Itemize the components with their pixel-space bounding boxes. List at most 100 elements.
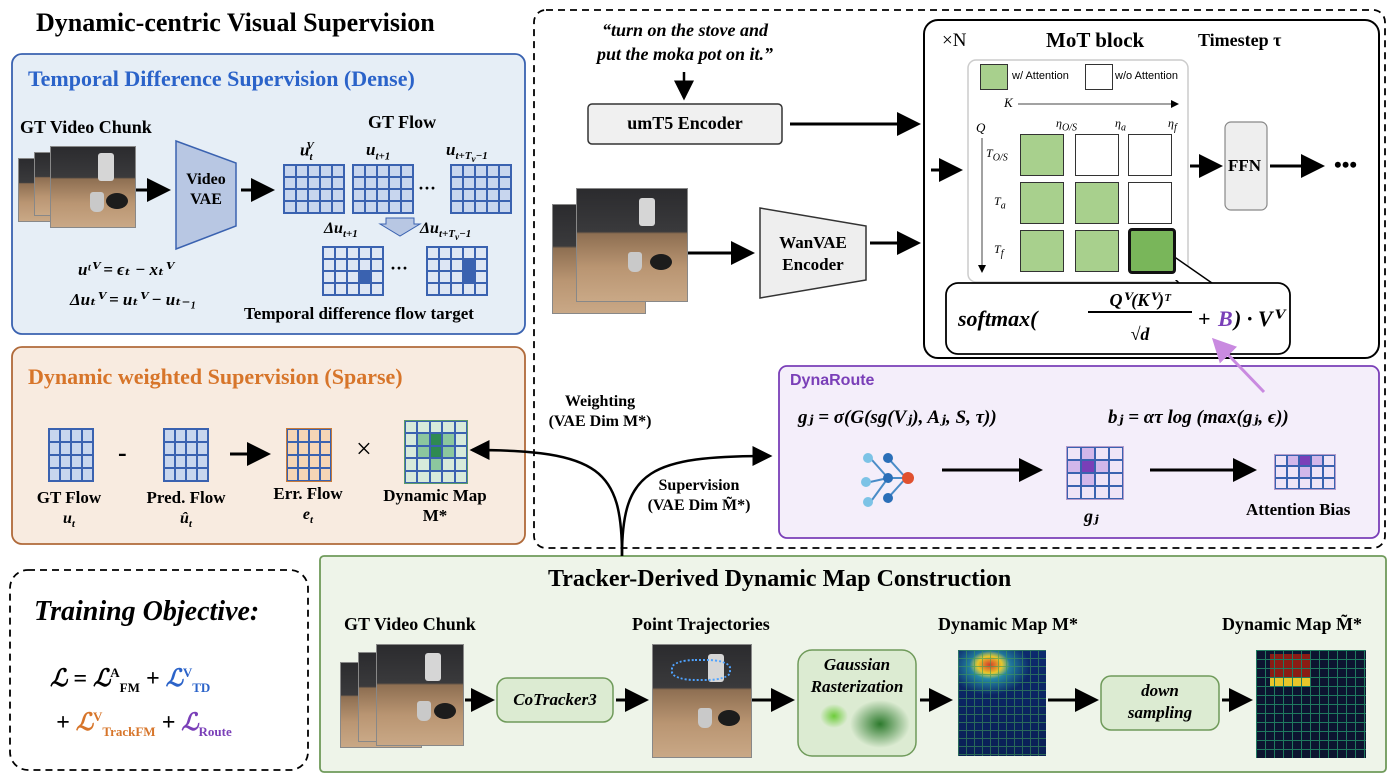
grid-cell xyxy=(296,189,308,201)
grid-cell xyxy=(1311,455,1323,467)
tracker-frame-front xyxy=(376,644,464,746)
grid-cell xyxy=(1323,477,1335,489)
grid-cell xyxy=(309,455,320,468)
td-eq1: uᵗⱽ = ϵₜ − xₜⱽ xyxy=(78,260,173,279)
grid-cell xyxy=(309,442,320,455)
grid-cell xyxy=(1275,455,1287,467)
umt5-label: umT5 Encoder xyxy=(627,113,743,133)
td-title: Temporal Difference Supervision (Dense) xyxy=(28,66,415,91)
grid-cell xyxy=(1067,486,1081,499)
grid-cell xyxy=(186,455,197,468)
grid-cell xyxy=(475,259,487,271)
grid-cell xyxy=(451,283,463,295)
dynaroute-title: DynaRoute xyxy=(790,372,875,389)
grid-cell xyxy=(499,177,511,189)
grid-cell xyxy=(186,429,197,442)
grid-cell xyxy=(296,201,308,213)
mot-timestep: Timestep τ xyxy=(1198,30,1282,50)
q-axis: Q xyxy=(976,120,986,135)
grid-cell xyxy=(1275,466,1287,478)
grid-cell xyxy=(309,468,320,481)
ffn-label: FFN xyxy=(1228,156,1262,175)
grid-cell xyxy=(365,165,377,177)
tracker-title: Tracker-Derived Dynamic Map Construction xyxy=(548,566,1012,592)
grid-cell xyxy=(308,189,320,201)
grid-cell xyxy=(1067,460,1081,473)
attn-cell-f-os xyxy=(1020,230,1064,272)
grid-cell xyxy=(454,421,467,434)
grid-cell xyxy=(439,283,451,295)
grid-cell xyxy=(82,468,93,481)
grid-cell xyxy=(335,271,347,283)
grid-cell xyxy=(186,442,197,455)
grid-cell xyxy=(347,283,359,295)
grid-cell xyxy=(487,177,499,189)
grid-cell xyxy=(442,458,455,471)
diff-grid-2 xyxy=(426,246,488,296)
grid-cell xyxy=(405,470,418,483)
grid-cell xyxy=(164,468,175,481)
grid-cell xyxy=(487,201,499,213)
grid-cell xyxy=(451,189,463,201)
legend-with-label: w/ Attention xyxy=(1012,70,1069,82)
grid-cell xyxy=(417,458,430,471)
label-ut1: ut+1 xyxy=(366,140,391,163)
td-eq2: Δuₜⱽ = uₜⱽ − uₜ₋₁ xyxy=(70,290,197,309)
grid-cell xyxy=(1299,466,1311,478)
grid-cell xyxy=(60,455,71,468)
grid-cell xyxy=(401,189,413,201)
ellipsis-2: ··· xyxy=(390,258,409,278)
grid-cell xyxy=(429,421,443,434)
grid-cell xyxy=(332,165,344,177)
grid-cell xyxy=(164,429,175,442)
minus-sign: - xyxy=(118,438,127,467)
grid-cell xyxy=(175,468,186,481)
grid-cell xyxy=(359,271,371,283)
grid-cell xyxy=(475,165,487,177)
grid-cell xyxy=(463,201,475,213)
grid-cell xyxy=(298,468,309,481)
attn-cell-os-f xyxy=(1128,134,1172,176)
grid-cell xyxy=(298,455,309,468)
grid-cell xyxy=(49,455,60,468)
k-axis: K xyxy=(1004,95,1013,110)
grid-cell xyxy=(71,442,82,455)
grid-cell xyxy=(298,442,309,455)
umt5-box xyxy=(587,103,783,145)
legend-with-swatch xyxy=(980,64,1008,90)
grid-cell xyxy=(320,189,332,201)
grid-cell xyxy=(175,455,186,468)
grid-cell xyxy=(454,433,467,446)
dw-err-flow-label: Err. Flow xyxy=(273,484,343,503)
attn-cell-a-f xyxy=(1128,182,1172,224)
grid-cell xyxy=(442,421,455,434)
grid-cell xyxy=(442,445,455,459)
attn-cell-os-os xyxy=(1020,134,1064,176)
grid-cell xyxy=(463,165,475,177)
grid-cell xyxy=(377,189,389,201)
softmax-plus: + xyxy=(1198,306,1211,331)
grid-cell xyxy=(1081,460,1095,473)
grid-cell xyxy=(71,429,82,442)
softmax-numerator: Qⱽ(Kⱽ)ᵀ xyxy=(1088,290,1192,313)
dw-m-star: M* xyxy=(422,506,448,525)
grid-cell xyxy=(309,429,320,442)
grid-cell xyxy=(1311,466,1323,478)
grid-cell xyxy=(353,165,365,177)
grid-cell xyxy=(1323,466,1335,478)
grid-cell xyxy=(1299,455,1311,467)
grid-cell xyxy=(451,177,463,189)
gj-grid xyxy=(1066,446,1124,500)
cotracker-label: CoTracker3 xyxy=(513,690,597,709)
grid-cell xyxy=(427,271,439,283)
dynamic-map-heatmap xyxy=(958,650,1046,756)
grid-cell xyxy=(164,442,175,455)
grid-cell xyxy=(347,247,359,259)
grid-cell xyxy=(296,165,308,177)
more-dots: ••• xyxy=(1334,152,1358,177)
bias-grid xyxy=(1274,454,1336,490)
grid-cell xyxy=(499,201,511,213)
grid-cell xyxy=(401,201,413,213)
